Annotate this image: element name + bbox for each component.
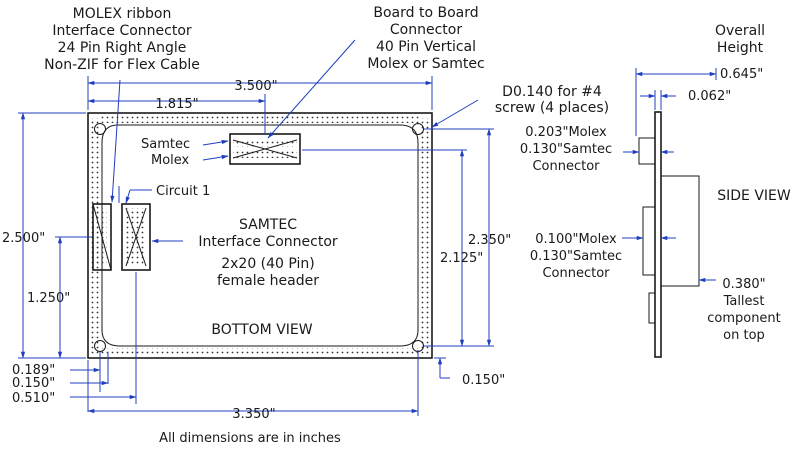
- dim-1250: 1.250": [27, 291, 70, 306]
- molex-note-l2: Interface Connector: [52, 23, 192, 39]
- board-to-board-connector: [229, 133, 301, 165]
- side-top-l3: Connector: [532, 159, 600, 174]
- dim-0150-left: 0.150": [12, 376, 55, 391]
- molex-note-l3: 24 Pin Right Angle: [58, 40, 187, 56]
- samtec-if-l4: female header: [217, 273, 319, 289]
- dim-2500: 2.500": [2, 231, 45, 246]
- b2b-note-l1: Board to Board: [373, 5, 478, 21]
- molex-note-l1: MOLEX ribbon: [73, 6, 172, 22]
- tallest-l2: Tallest: [723, 294, 765, 309]
- samtec-if-l1: SAMTEC: [239, 217, 297, 233]
- tallest-l4: on top: [723, 328, 765, 343]
- molex-note-l4: Non-ZIF for Flex Cable: [44, 57, 200, 73]
- side-top-l1: 0.203"Molex: [525, 125, 607, 140]
- screw-note-l1: D0.140 for #4: [502, 84, 602, 100]
- bottom-view-label: BOTTOM VIEW: [211, 322, 312, 338]
- tallest-l1: 0.380": [722, 277, 765, 292]
- dim-3350: 3.350": [232, 407, 275, 422]
- samtec-label: Samtec: [141, 137, 190, 152]
- side-view-label: SIDE VIEW: [717, 188, 791, 204]
- side-mid-l2: 0.130"Samtec: [530, 249, 622, 264]
- dim-3500: 3.500": [234, 79, 277, 94]
- molex-label: Molex: [151, 153, 190, 168]
- circuit1-label: Circuit 1: [156, 184, 210, 199]
- dim-0510: 0.510": [12, 391, 55, 406]
- overall-height-l2: Height: [717, 40, 764, 56]
- dim-2125: 2.125": [440, 251, 483, 266]
- b2b-note-l2: Connector: [390, 22, 462, 38]
- side-mid-l3: Connector: [542, 266, 610, 281]
- samtec-if-l2: Interface Connector: [198, 234, 338, 250]
- footer-note: All dimensions are in inches: [159, 431, 341, 446]
- dim-0645: 0.645": [720, 67, 763, 82]
- side-mid-l1: 0.100"Molex: [535, 232, 617, 247]
- dim-0062: 0.062": [688, 89, 731, 104]
- side-view-drawing: [638, 111, 700, 358]
- side-top-l2: 0.130"Samtec: [520, 142, 612, 157]
- b2b-note-l4: Molex or Samtec: [367, 56, 484, 72]
- dim-2350: 2.350": [468, 233, 511, 248]
- overall-height-l1: Overall: [715, 23, 765, 39]
- samtec-if-l3: 2x20 (40 Pin): [221, 256, 315, 272]
- screw-note-l2: screw (4 places): [495, 100, 609, 116]
- dim-0150-right: 0.150": [462, 373, 505, 388]
- molex-ribbon-connector: [92, 203, 112, 271]
- dim-1815: 1.815": [155, 97, 198, 112]
- board-outline: [87, 112, 433, 359]
- samtec-interface-connector: [121, 203, 151, 271]
- b2b-note-l3: 40 Pin Vertical: [376, 39, 476, 55]
- dim-0189: 0.189": [12, 363, 55, 378]
- tallest-l3: component: [707, 311, 781, 326]
